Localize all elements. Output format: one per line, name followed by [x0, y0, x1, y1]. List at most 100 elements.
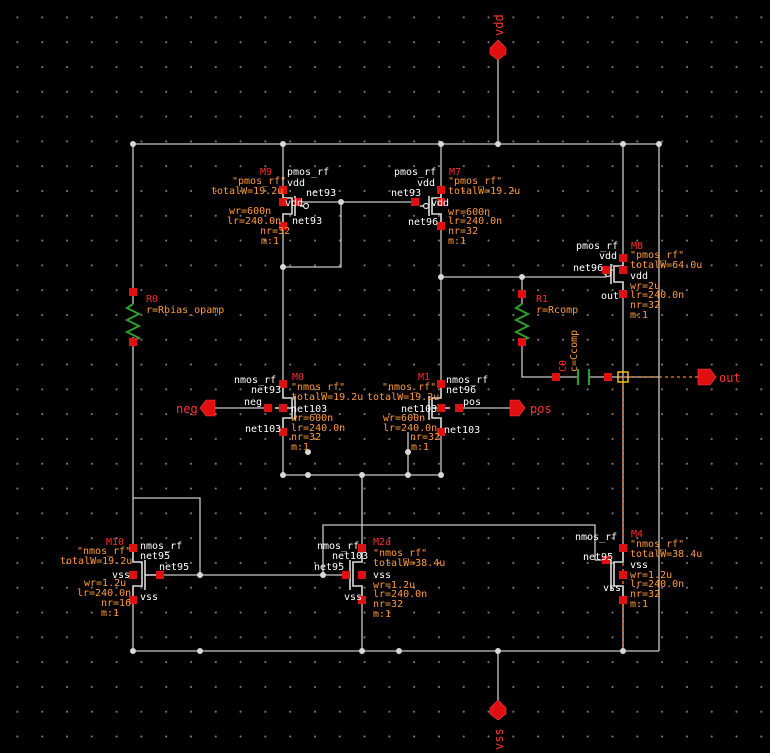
svg-text:M9: M9 — [260, 167, 272, 178]
svg-text:nmos_rf: nmos_rf — [446, 375, 488, 386]
transistor-M2a[interactable] — [342, 544, 366, 604]
svg-text:m:1: m:1 — [630, 599, 648, 610]
svg-text:totalW=19.2u: totalW=19.2u — [448, 186, 520, 197]
svg-text:pos: pos — [530, 402, 552, 416]
port-vss[interactable]: vss — [489, 699, 507, 750]
svg-text:vdd: vdd — [431, 198, 449, 209]
svg-text:neg: neg — [176, 402, 198, 416]
svg-text:lr=240.0n: lr=240.0n — [291, 423, 345, 434]
svg-text:wr=600n: wr=600n — [448, 207, 490, 218]
svg-text:totalW=19.2u: totalW=19.2u — [367, 392, 439, 403]
svg-text:net93: net93 — [306, 188, 336, 199]
transistor-M1[interactable] — [428, 380, 463, 436]
svg-text:m:1: m:1 — [411, 442, 429, 453]
svg-text:totalW=19.2u: totalW=19.2u — [291, 392, 363, 403]
svg-text:net95: net95 — [140, 551, 170, 562]
capacitor-C0[interactable] — [552, 369, 612, 385]
label-M2a: nmos_rf M2a net103 "nmos_rf" net95 total… — [314, 537, 445, 620]
svg-text:vss: vss — [603, 583, 621, 594]
svg-text:net95: net95 — [583, 552, 613, 563]
svg-text:wr=1.2u: wr=1.2u — [373, 580, 415, 591]
svg-text:totalW=38.4u: totalW=38.4u — [630, 549, 702, 560]
svg-text:out: out — [719, 371, 741, 385]
svg-text:c=Ccomp: c=Ccomp — [569, 330, 580, 372]
label-M1: M1 nmos_rf "nmos_rf" net96 totalW=19.2u … — [367, 372, 488, 453]
svg-text:r=Rcomp: r=Rcomp — [536, 305, 578, 316]
transistor-M8[interactable] — [602, 254, 627, 298]
svg-text:nr=32: nr=32 — [410, 432, 440, 443]
wires — [132, 60, 660, 700]
svg-text:vss: vss — [140, 592, 158, 603]
svg-text:totalW=19.2u: totalW=19.2u — [211, 186, 283, 197]
svg-text:vdd: vdd — [287, 178, 305, 189]
svg-text:vdd: vdd — [285, 198, 303, 209]
label-R1: R1 r=Rcomp — [536, 294, 578, 316]
transistor-M9[interactable] — [279, 186, 310, 230]
svg-text:totalW=19.2u: totalW=19.2u — [60, 556, 132, 567]
svg-text:pos: pos — [463, 397, 481, 408]
svg-text:"nmos_rf": "nmos_rf" — [373, 548, 427, 559]
svg-text:"nmos_rf": "nmos_rf" — [630, 539, 684, 550]
svg-text:lr=240.0n: lr=240.0n — [383, 423, 437, 434]
transistor-M10[interactable] — [129, 544, 164, 604]
transistor-M0[interactable] — [264, 380, 296, 436]
svg-text:nr=32: nr=32 — [373, 599, 403, 610]
svg-text:m:1: m:1 — [373, 609, 391, 620]
svg-text:out: out — [601, 291, 619, 302]
svg-text:nmos_rf: nmos_rf — [234, 375, 276, 386]
label-M4: nmos_rf M4 "nmos_rf" totalW=38.4u net95 … — [575, 529, 702, 610]
port-out[interactable]: out — [697, 368, 741, 386]
svg-text:M2a: M2a — [373, 537, 391, 548]
port-pos[interactable]: pos — [509, 399, 552, 417]
svg-text:net93: net93 — [251, 385, 281, 396]
svg-text:lr=240.0n: lr=240.0n — [630, 579, 684, 590]
svg-text:"nmos_rf": "nmos_rf" — [382, 382, 436, 393]
transistor-M4[interactable] — [602, 544, 627, 604]
svg-text:R1: R1 — [536, 294, 548, 305]
svg-text:vdd: vdd — [492, 14, 506, 36]
svg-text:lr=240.0n: lr=240.0n — [77, 588, 131, 599]
svg-text:M1: M1 — [418, 372, 430, 383]
svg-text:vss: vss — [492, 728, 506, 750]
svg-text:pmos_rf: pmos_rf — [394, 167, 436, 178]
port-vdd[interactable]: vdd — [489, 14, 507, 61]
svg-text:lr=240.0n: lr=240.0n — [373, 589, 427, 600]
svg-text:pmos_rf: pmos_rf — [287, 167, 329, 178]
svg-text:nr=32: nr=32 — [448, 226, 478, 237]
svg-text:nmos_rf: nmos_rf — [140, 541, 182, 552]
svg-text:net93: net93 — [292, 216, 322, 227]
svg-text:nr=16: nr=16 — [101, 598, 131, 609]
svg-text:vss: vss — [630, 560, 648, 571]
svg-text:vdd: vdd — [417, 178, 435, 189]
svg-text:pmos_rf: pmos_rf — [576, 241, 618, 252]
label-M8: pmos_rf M8 vdd "pmos_rf" net96 totalW=64… — [573, 241, 702, 321]
resistor-R0[interactable] — [124, 286, 142, 346]
svg-text:wr=1.2u: wr=1.2u — [630, 570, 672, 581]
svg-text:M10: M10 — [106, 537, 124, 548]
svg-text:"pmos_rf": "pmos_rf" — [630, 250, 684, 261]
svg-text:net96: net96 — [573, 263, 603, 274]
svg-text:neg: neg — [244, 397, 262, 408]
svg-text:vss: vss — [112, 570, 130, 581]
label-M7: pmos_rf M7 "pmos_rf" vdd totalW=19.2u ne… — [391, 167, 520, 247]
svg-text:net96: net96 — [408, 217, 438, 228]
svg-text:wr=1.2u: wr=1.2u — [84, 578, 126, 589]
svg-text:net96: net96 — [446, 385, 476, 396]
out-net-marker — [617, 371, 629, 383]
svg-text:nmos_rf: nmos_rf — [317, 541, 359, 552]
out-net-highlight — [622, 376, 698, 651]
svg-text:net103: net103 — [245, 424, 281, 435]
svg-text:lr=240.0n: lr=240.0n — [448, 216, 502, 227]
svg-text:lr=240.0n: lr=240.0n — [227, 216, 281, 227]
port-neg[interactable]: neg — [176, 399, 216, 417]
svg-text:net103: net103 — [332, 551, 368, 562]
svg-text:m:1: m:1 — [630, 310, 648, 321]
transistor-M7[interactable] — [411, 186, 445, 230]
svg-text:vdd: vdd — [630, 271, 648, 282]
svg-text:lr=240.0n: lr=240.0n — [630, 290, 684, 301]
svg-text:m:1: m:1 — [101, 608, 119, 619]
resistor-R1[interactable] — [513, 290, 531, 346]
svg-text:M4: M4 — [631, 529, 643, 540]
